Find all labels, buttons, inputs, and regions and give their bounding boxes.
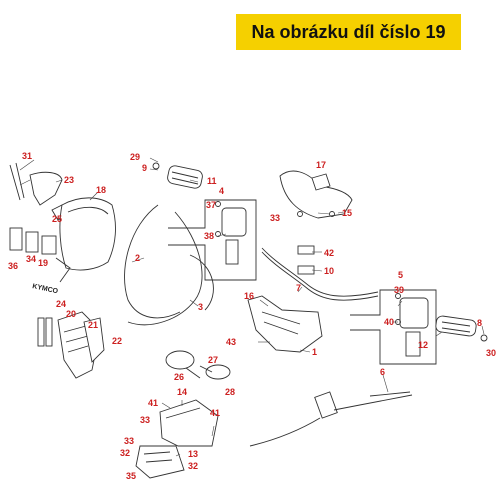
callout-6: 6 bbox=[380, 367, 385, 377]
callout-32-left: 32 bbox=[120, 448, 130, 458]
callout-9: 9 bbox=[142, 163, 147, 173]
right-grip-part-12 bbox=[435, 315, 488, 342]
callout-16: 16 bbox=[244, 291, 254, 301]
callout-1: 1 bbox=[312, 347, 317, 357]
callout-42: 42 bbox=[324, 248, 334, 258]
callout-21: 21 bbox=[88, 320, 98, 330]
callout-33: 33 bbox=[270, 213, 280, 223]
callout-41-right: 41 bbox=[210, 408, 220, 418]
callout-33-bottom: 33 bbox=[124, 436, 134, 446]
right-switch-group bbox=[350, 289, 437, 365]
throttle-cable-part-6 bbox=[249, 391, 413, 447]
callout-8: 8 bbox=[477, 318, 482, 328]
callout-38: 38 bbox=[204, 231, 214, 241]
windshield-part-18 bbox=[55, 197, 116, 283]
callout-36: 36 bbox=[8, 261, 18, 271]
callout-14: 14 bbox=[177, 387, 187, 397]
callout-34: 34 bbox=[26, 254, 36, 264]
meter-cover-part-15 bbox=[279, 170, 353, 219]
callout-40: 40 bbox=[384, 317, 394, 327]
callout-3: 3 bbox=[198, 302, 203, 312]
callout-20: 20 bbox=[66, 309, 76, 319]
callout-13: 13 bbox=[188, 449, 198, 459]
part-number-banner: Na obrázku díl číslo 19 bbox=[236, 14, 461, 50]
callout-32-right: 32 bbox=[188, 461, 198, 471]
callout-19: 19 bbox=[38, 258, 48, 268]
callout-4: 4 bbox=[219, 186, 224, 196]
left-grip-part-11 bbox=[152, 162, 203, 189]
kymco-emblem: KYMCO bbox=[32, 283, 59, 295]
left-switch-group bbox=[168, 199, 257, 281]
callout-37: 37 bbox=[206, 200, 216, 210]
control-cables bbox=[124, 204, 214, 326]
callout-27: 27 bbox=[208, 355, 218, 365]
callout-33-lower: 33 bbox=[140, 415, 150, 425]
callout-25: 25 bbox=[52, 214, 62, 224]
callout-12: 12 bbox=[418, 340, 428, 350]
callout-39: 39 bbox=[394, 285, 404, 295]
callout-28: 28 bbox=[225, 387, 235, 397]
callout-31: 31 bbox=[22, 151, 32, 161]
front-cover-assembly bbox=[37, 311, 105, 379]
handlebar-part-7 bbox=[261, 245, 379, 301]
mount-bracket-group bbox=[9, 162, 67, 255]
callout-labels: 31 23 18 25 36 34 19 24 20 21 22 29 9 11… bbox=[8, 151, 496, 481]
mirrors bbox=[165, 350, 231, 380]
callout-41-left: 41 bbox=[148, 398, 158, 408]
banner-text: Na obrázku díl číslo 19 bbox=[251, 21, 446, 42]
callout-leaders bbox=[19, 157, 485, 457]
callout-17: 17 bbox=[316, 160, 326, 170]
callout-30: 30 bbox=[486, 348, 496, 358]
lower-front-panel bbox=[135, 399, 219, 479]
callout-10: 10 bbox=[324, 266, 334, 276]
callout-29: 29 bbox=[130, 152, 140, 162]
callout-23: 23 bbox=[64, 175, 74, 185]
callout-26: 26 bbox=[174, 372, 184, 382]
callout-22: 22 bbox=[112, 336, 122, 346]
callout-11: 11 bbox=[207, 176, 217, 186]
callout-43: 43 bbox=[226, 337, 236, 347]
callout-2: 2 bbox=[135, 253, 140, 263]
callout-18: 18 bbox=[96, 185, 106, 195]
callout-24: 24 bbox=[56, 299, 66, 309]
callout-5: 5 bbox=[398, 270, 403, 280]
callout-7: 7 bbox=[296, 283, 301, 293]
center-cover-part-1 bbox=[247, 295, 323, 353]
callout-35: 35 bbox=[126, 471, 136, 481]
kymco-logo-text: KYMCO bbox=[32, 283, 59, 295]
callout-15: 15 bbox=[342, 208, 352, 218]
